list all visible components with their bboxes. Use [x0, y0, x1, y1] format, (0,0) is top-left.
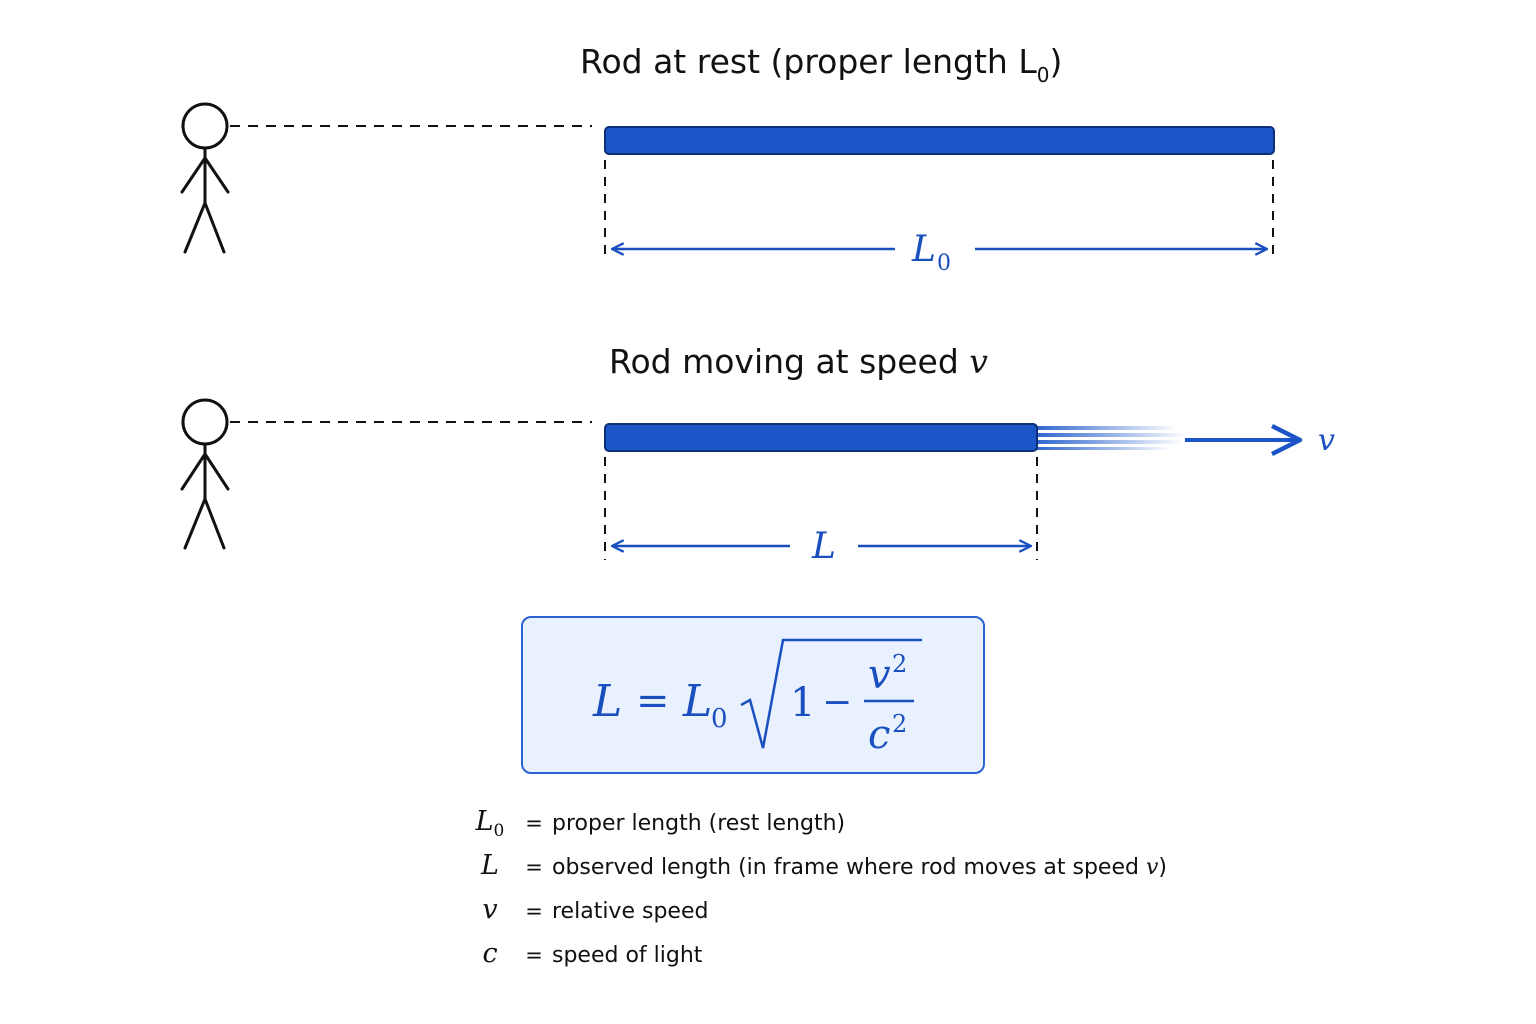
moving-dimension-label: L [811, 526, 836, 567]
rest-section-title: Rod at rest (proper length L0) [580, 42, 1063, 87]
moving-title-text: Rod moving at speed [609, 342, 970, 381]
rest-title-subscript: 0 [1036, 63, 1050, 87]
legend-symbol: c [470, 938, 510, 969]
formula-radical [740, 638, 922, 749]
legend: L0 = proper length (rest length) L = obs… [470, 806, 1167, 982]
legend-equals: = [525, 811, 543, 835]
moving-title-symbol: v [969, 342, 988, 381]
legend-symbol: L0 [470, 806, 510, 841]
legend-symbol-letter: v [482, 894, 498, 925]
legend-item: v = relative speed [470, 894, 1167, 938]
legend-symbol-letter: L [481, 850, 499, 881]
formula-factor: L [682, 676, 712, 727]
rest-dimension-subscript: 0 [937, 251, 951, 276]
formula-lhs: L [592, 676, 622, 727]
rest-dimension-label: L [911, 229, 936, 270]
formula: L = L 0 1 − v 2 c 2 [592, 638, 922, 758]
legend-equals: = [525, 943, 543, 967]
legend-description-symbol: v [1145, 855, 1159, 880]
formula-minus: − [822, 682, 852, 723]
rest-title-text: Rod at rest (proper length [580, 42, 1019, 81]
legend-symbol: v [470, 894, 510, 925]
formula-numerator-exp: 2 [892, 650, 907, 678]
formula-equals: = [636, 678, 670, 724]
legend-description-text: observed length (in frame where rod move… [552, 855, 1146, 880]
rest-title-suffix: ) [1049, 42, 1063, 81]
formula-denominator-exp: 2 [892, 710, 907, 738]
legend-symbol-letter: L [475, 806, 494, 837]
velocity-label: v [1318, 423, 1335, 458]
legend-equals: = [525, 855, 543, 879]
formula-one: 1 [790, 680, 815, 726]
rod-rest [604, 126, 1275, 155]
formula-denominator: c [868, 712, 890, 758]
formula-factor-subscript: 0 [711, 704, 728, 734]
rod-moving [604, 423, 1038, 452]
legend-symbol-letter: c [482, 938, 498, 969]
legend-description: speed of light [552, 943, 703, 968]
legend-item: c = speed of light [470, 938, 1167, 982]
legend-item: L0 = proper length (rest length) [470, 806, 1167, 850]
legend-description: relative speed [552, 899, 709, 924]
formula-numerator: v [868, 652, 891, 698]
legend-description: proper length (rest length) [552, 811, 846, 836]
observer-rest-icon [180, 102, 230, 254]
legend-equals: = [525, 899, 543, 923]
rest-title-symbol: L [1018, 42, 1037, 81]
moving-section-title: Rod moving at speed v [609, 342, 988, 381]
legend-symbol-subscript: 0 [493, 821, 505, 841]
formula-box [521, 616, 985, 774]
legend-item: L = observed length (in frame where rod … [470, 850, 1167, 894]
legend-symbol: L [470, 850, 510, 881]
velocity-arrowhead [1270, 423, 1303, 457]
legend-description: observed length (in frame where rod move… [552, 855, 1167, 880]
legend-description-suffix: ) [1158, 855, 1167, 880]
observer-moving-icon [180, 398, 230, 550]
motion-blur [1037, 426, 1187, 450]
